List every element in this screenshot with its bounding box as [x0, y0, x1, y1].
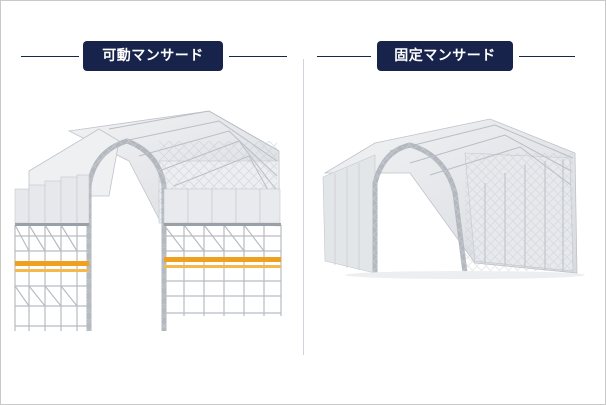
header-rule-left [317, 56, 371, 57]
panel-header: 可動マンサード [1, 41, 303, 73]
movable-mansard-illustration [14, 110, 282, 331]
panel-title-badge: 可動マンサード [83, 41, 223, 71]
panel-fixed-mansard: 固定マンサード [303, 1, 605, 404]
panel-movable-mansard: 可動マンサード [1, 1, 303, 404]
panel-title-badge: 固定マンサード [377, 41, 513, 71]
panel-header: 固定マンサード [303, 41, 605, 73]
header-rule-right [229, 56, 287, 57]
center-divider [303, 59, 304, 355]
header-rule-right [519, 56, 575, 57]
fixed-mansard-illustration [322, 118, 585, 279]
header-rule-left [21, 56, 79, 57]
